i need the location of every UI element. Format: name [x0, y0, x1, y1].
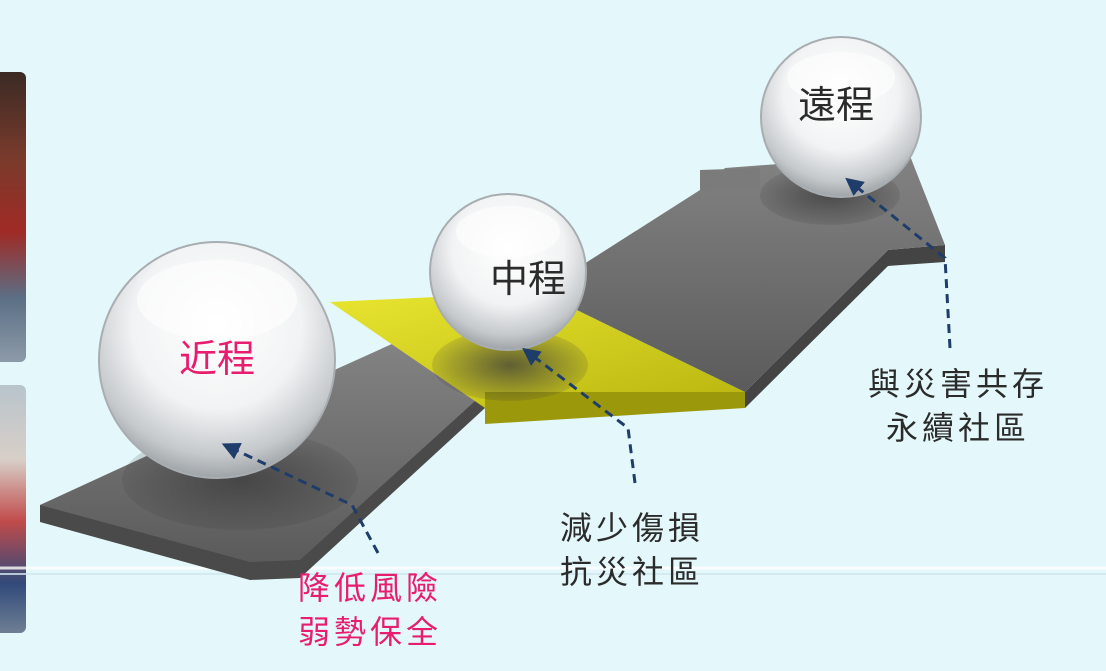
arrow-segment-mid-front: [485, 392, 745, 424]
sphere-shadow-mid: [432, 329, 588, 401]
goal-line: 減少傷損: [560, 509, 705, 547]
goal-line: 抗災社區: [560, 553, 705, 591]
arrow-segment-far-side: [745, 245, 945, 408]
sphere-label-mid: 中程: [490, 257, 566, 301]
goal-label-mid: 減少傷損 抗災社區: [560, 506, 704, 594]
goal-line: 弱勢保全: [298, 613, 443, 651]
sphere-label-far: 遠程: [798, 83, 874, 127]
goal-line: 與災害共存: [868, 365, 1049, 403]
goal-line: 永續社區: [886, 409, 1031, 447]
photo-strip-top: [0, 72, 26, 362]
pointer-near: [221, 443, 380, 554]
sphere-far-highlight: [787, 52, 895, 104]
arrow-head-cap: [700, 168, 760, 190]
sphere-mid-highlight: [456, 206, 560, 258]
pointer-far: [845, 177, 952, 349]
photo-strip-bottom: [0, 385, 26, 633]
pointer-mid: [522, 347, 637, 484]
sphere-near-highlight: [137, 260, 297, 340]
goal-label-near: 降低風險 弱勢保全: [298, 566, 442, 654]
sphere-label-near: 近程: [179, 337, 255, 381]
goal-line: 降低風險: [298, 569, 443, 607]
goal-label-far: 與災害共存 永續社區: [868, 362, 1048, 450]
